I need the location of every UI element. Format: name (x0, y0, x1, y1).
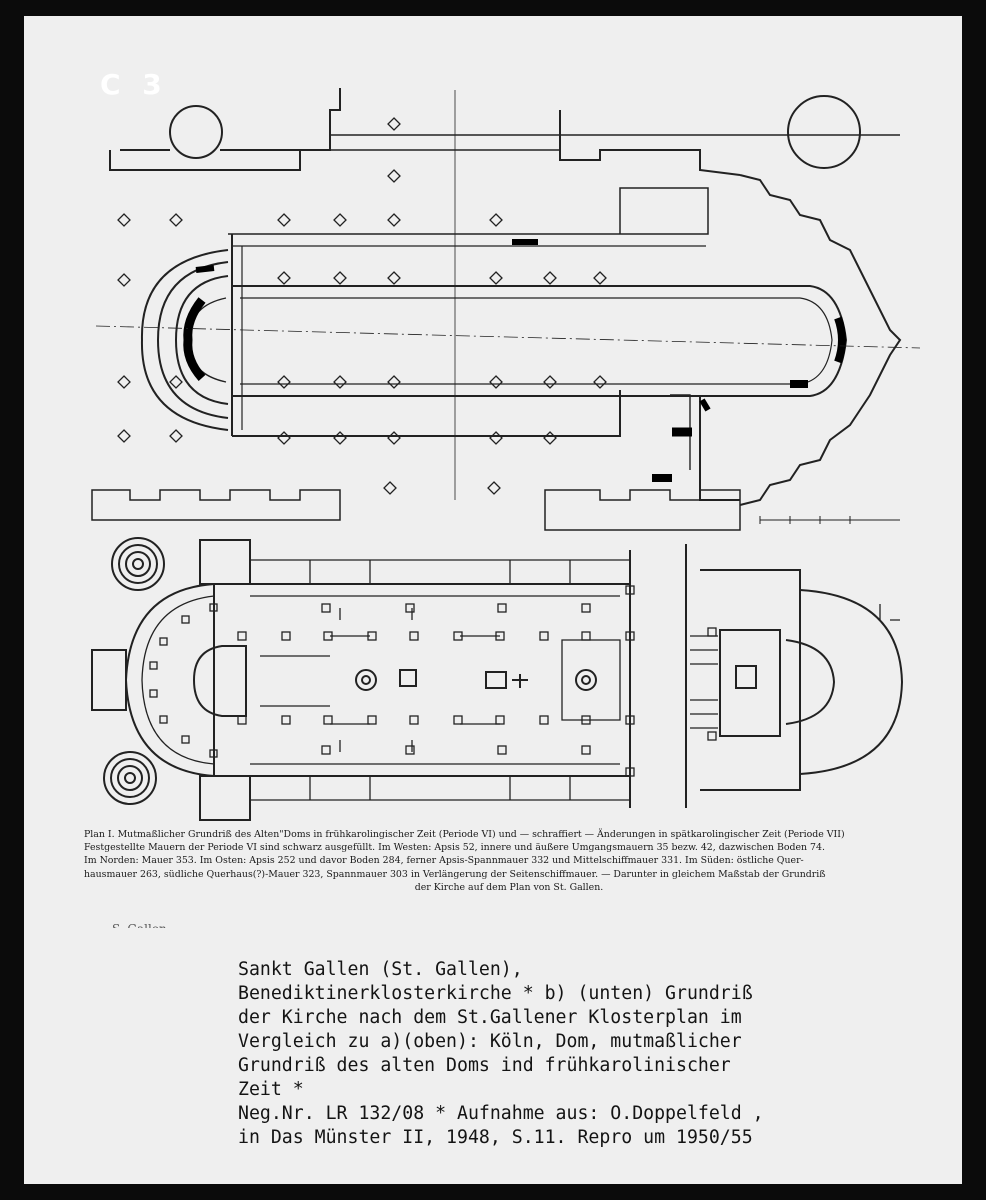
typed-line: Sankt Gallen (St. Gallen), (238, 959, 523, 980)
typed-line: Grundriß des alten Doms ind frühkarolini… (238, 1055, 731, 1076)
lower-plan-st-gall (91, 537, 904, 821)
typed-line: Zeit * (238, 1079, 304, 1100)
lower-plan-pillars (149, 585, 717, 777)
typed-line: in Das Münster II, 1948, S.11. Repro um … (238, 1127, 753, 1148)
card-label: C 3 (100, 68, 168, 101)
typed-line: Neg.Nr. LR 132/08 * Aufnahme aus: O.Dopp… (238, 1103, 764, 1124)
caption-line: Festgestellte Mauern der Periode VI sind… (84, 842, 825, 854)
typed-line: Vergleich zu a)(oben): Köln, Dom, mutmaß… (238, 1031, 742, 1052)
plan-caption: Plan I. Mutmaßlicher Grundriß des Alten"… (84, 828, 934, 894)
archive-card (24, 16, 962, 1184)
cutoff-text: S. Gallen, ... (112, 920, 292, 928)
caption-line: Plan I. Mutmaßlicher Grundriß des Alten"… (84, 829, 845, 840)
caption-line: der Kirche auf dem Plan von St. Gallen. (414, 881, 604, 893)
typed-line: Benediktinerklosterkirche * b) (unten) G… (238, 983, 753, 1004)
caption-line: hausmauer 263, südliche Querhaus(?)-Maue… (84, 868, 826, 880)
typed-label: Sankt Gallen (St. Gallen), Benediktinerk… (238, 958, 938, 1150)
caption-line: Im Norden: Mauer 353. Im Osten: Apsis 25… (84, 855, 804, 867)
typed-line: der Kirche nach dem St.Gallener Klosterp… (238, 1007, 742, 1028)
upper-plan-cologne (91, 88, 921, 531)
upper-plan-pillars (117, 117, 607, 495)
